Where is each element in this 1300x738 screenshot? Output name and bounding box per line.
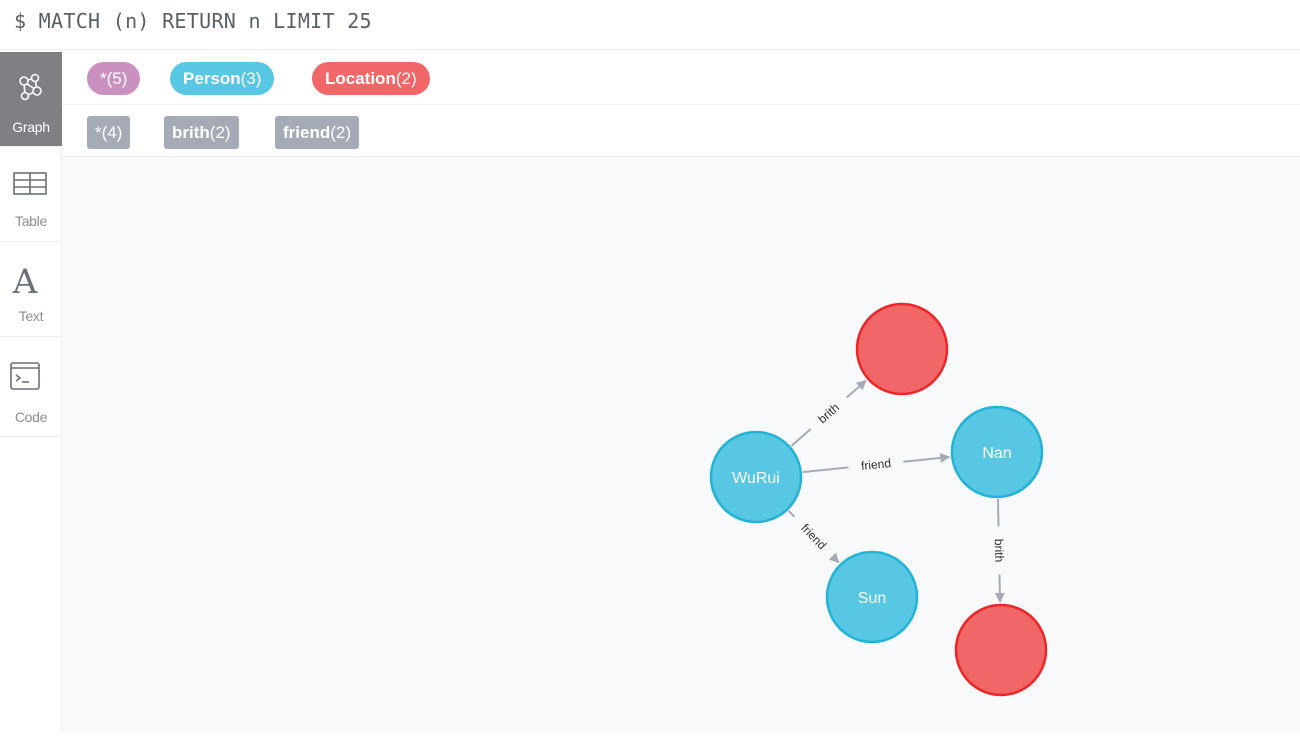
node-label-all-count: (5) bbox=[106, 69, 128, 88]
graph-node-sun[interactable]: Sun bbox=[825, 550, 919, 644]
relationship-arrow[interactable] bbox=[828, 552, 840, 564]
rel-type-all-tag[interactable]: *(4) bbox=[87, 116, 131, 149]
relationship-friend-wurui-nan[interactable]: friend bbox=[802, 452, 951, 474]
node-label-all-pill[interactable]: *(5) bbox=[87, 62, 141, 95]
view-graph-label: Graph bbox=[12, 119, 50, 135]
relationship-arrow[interactable] bbox=[994, 574, 1005, 604]
node-label-person-pill[interactable]: Person(3) bbox=[170, 62, 275, 95]
node-circle[interactable] bbox=[709, 430, 803, 524]
node-caption: Sun bbox=[858, 590, 886, 607]
view-graph-button[interactable]: Graph bbox=[0, 52, 62, 147]
rel-type-brith-count: (2) bbox=[209, 123, 231, 142]
node-label-person-name: Person bbox=[183, 69, 241, 88]
rel-type-friend-name: friend bbox=[283, 123, 331, 142]
node-circle[interactable] bbox=[825, 550, 919, 644]
svg-text:A: A bbox=[12, 262, 38, 300]
rel-type-brith-name: brith bbox=[172, 123, 210, 142]
node-circle[interactable] bbox=[954, 603, 1048, 697]
relationship-label: friend bbox=[798, 521, 829, 552]
relationship-line[interactable] bbox=[996, 498, 1000, 527]
node-label-legend: *(5) Person(3) Location(2) bbox=[62, 52, 1300, 105]
relationship-line[interactable] bbox=[787, 510, 796, 518]
graph-icon bbox=[0, 70, 62, 104]
table-icon bbox=[0, 165, 62, 199]
view-code-button[interactable]: Code bbox=[0, 337, 62, 437]
code-icon bbox=[0, 359, 62, 393]
relationship-line[interactable] bbox=[790, 428, 812, 447]
node-label-location-name: Location bbox=[325, 69, 396, 88]
view-text-label: Text bbox=[18, 308, 44, 324]
query-text[interactable]: $ MATCH (n) RETURN n LIMIT 25 bbox=[14, 9, 372, 33]
relationship-line[interactable] bbox=[802, 466, 849, 474]
rel-type-friend-count: (2) bbox=[330, 123, 352, 142]
view-sidebar: Graph Table A Text bbox=[0, 52, 62, 733]
query-bar[interactable]: $ MATCH (n) RETURN n LIMIT 25 bbox=[0, 0, 1300, 50]
rel-type-friend-tag[interactable]: friend(2) bbox=[275, 116, 360, 149]
view-text-button[interactable]: A Text bbox=[0, 242, 62, 337]
relationship-friend-wurui-sun[interactable]: friend bbox=[787, 510, 840, 564]
rel-type-all-name: * bbox=[95, 123, 102, 142]
text-icon: A bbox=[0, 260, 62, 302]
view-table-label: Table bbox=[15, 213, 47, 229]
relationship-label: brith bbox=[992, 539, 1006, 563]
relationship-arrow[interactable] bbox=[846, 379, 867, 399]
node-label-location-count: (2) bbox=[395, 69, 417, 88]
node-label-location-pill[interactable]: Location(2) bbox=[312, 62, 430, 95]
relationship-arrow[interactable] bbox=[903, 452, 951, 463]
graph-node-loc1[interactable] bbox=[855, 302, 949, 396]
relationship-brith-nan-loc2[interactable]: brith bbox=[992, 498, 1006, 604]
node-label-all-name: * bbox=[100, 69, 107, 88]
node-caption: WuRui bbox=[732, 470, 780, 487]
node-circle[interactable] bbox=[950, 405, 1044, 499]
relationship-label: friend bbox=[860, 456, 891, 473]
graph-node-nan[interactable]: Nan bbox=[950, 405, 1044, 499]
relationship-label: brith bbox=[815, 400, 842, 426]
relationship-type-legend: *(4) brith(2) friend(2) bbox=[62, 105, 1300, 157]
graph-node-wurui[interactable]: WuRui bbox=[709, 430, 803, 524]
relationship-brith-wurui-loc1[interactable]: brith bbox=[790, 379, 867, 447]
view-table-button[interactable]: Table bbox=[0, 147, 62, 242]
rel-type-brith-tag[interactable]: brith(2) bbox=[164, 116, 239, 149]
rel-type-all-count: (4) bbox=[101, 123, 123, 142]
node-circle[interactable] bbox=[855, 302, 949, 396]
node-label-person-count: (3) bbox=[240, 69, 262, 88]
node-caption: Nan bbox=[982, 445, 1011, 462]
view-code-label: Code bbox=[14, 409, 48, 425]
graph-node-loc2[interactable] bbox=[954, 603, 1048, 697]
